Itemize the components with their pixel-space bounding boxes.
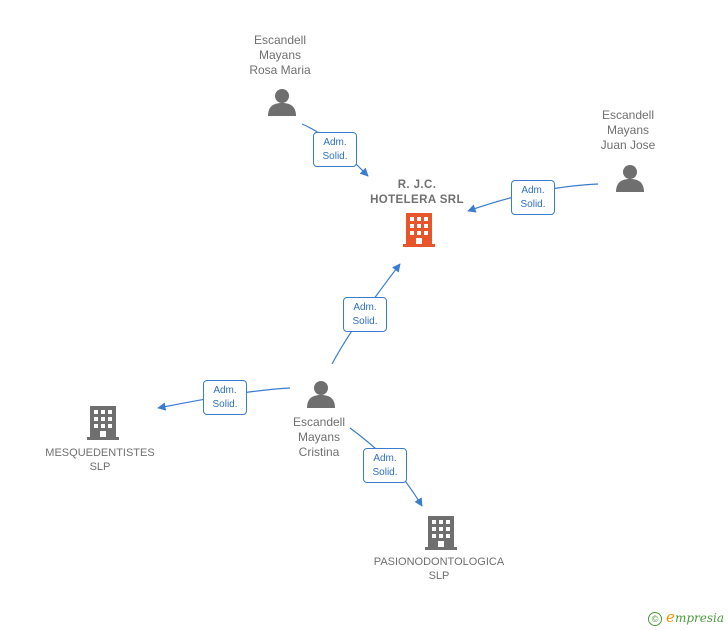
building-icon-mesque: [87, 406, 119, 440]
edge-badge-line: Adm.: [323, 137, 347, 148]
edge-badge-line: Adm.: [213, 385, 237, 396]
brand-name: mpresia: [674, 611, 724, 625]
edge-badge-juan-main[interactable]: Adm. Solid.: [511, 180, 555, 215]
node-label-line: Escandell: [292, 415, 346, 429]
person-icon-cristina: [307, 381, 335, 408]
node-label-line: MESQUEDENTISTES: [45, 447, 155, 459]
node-label-line: SLP: [428, 570, 450, 582]
edge-badge-line: Adm.: [521, 185, 545, 196]
node-label-line: HOTELERA SRL: [370, 194, 464, 206]
node-label-line: Mayans: [606, 123, 650, 137]
edge-badge-line: Solid.: [352, 316, 378, 327]
edge-badge-line: Adm.: [373, 453, 397, 464]
node-label-line: Rosa Maria: [249, 63, 311, 77]
edge-badge-line: Solid.: [520, 199, 546, 210]
node-label-rosa[interactable]: Escandell Mayans Rosa Maria: [230, 33, 330, 78]
empresia-logo[interactable]: ©empresia: [648, 608, 724, 626]
node-label-juan[interactable]: Escandell Mayans Juan Jose: [578, 108, 678, 153]
building-icon-main: [403, 213, 435, 247]
edge-badge-rosa-main[interactable]: Adm. Solid.: [313, 132, 357, 167]
brand-initial: e: [666, 608, 675, 626]
edge-badge-line: Solid.: [212, 399, 238, 410]
node-label-pasionodontologica[interactable]: PASIONODONTOLOGICA SLP: [364, 555, 514, 583]
node-label-main-company[interactable]: R. J.C. HOTELERA SRL: [352, 178, 482, 208]
node-label-line: Escandell: [601, 108, 655, 122]
edge-badge-line: Solid.: [372, 467, 398, 478]
node-label-line: Mayans: [258, 48, 302, 62]
copyright-icon: ©: [648, 611, 663, 626]
edge-badge-cristina-mesque[interactable]: Adm. Solid.: [203, 380, 247, 415]
person-icon-juan: [616, 165, 644, 192]
node-label-line: Mayans: [297, 430, 341, 444]
node-label-line: Juan Jose: [600, 138, 656, 152]
edge-badge-line: Solid.: [322, 151, 348, 162]
edge-badge-cristina-main[interactable]: Adm. Solid.: [343, 297, 387, 332]
node-label-line: R. J.C.: [397, 179, 437, 191]
node-label-line: Cristina: [298, 445, 340, 459]
edge-badge-cristina-pasion[interactable]: Adm. Solid.: [363, 448, 407, 483]
node-label-line: Escandell: [253, 33, 307, 47]
node-label-line: SLP: [89, 461, 111, 473]
node-label-mesquedentistes[interactable]: MESQUEDENTISTES SLP: [35, 446, 165, 474]
person-icon-rosa: [268, 89, 296, 116]
edge-badge-line: Adm.: [353, 302, 377, 313]
building-icon-pasion: [425, 516, 457, 550]
node-label-line: PASIONODONTOLOGICA: [373, 556, 505, 568]
node-label-cristina[interactable]: Escandell Mayans Cristina: [269, 415, 369, 460]
